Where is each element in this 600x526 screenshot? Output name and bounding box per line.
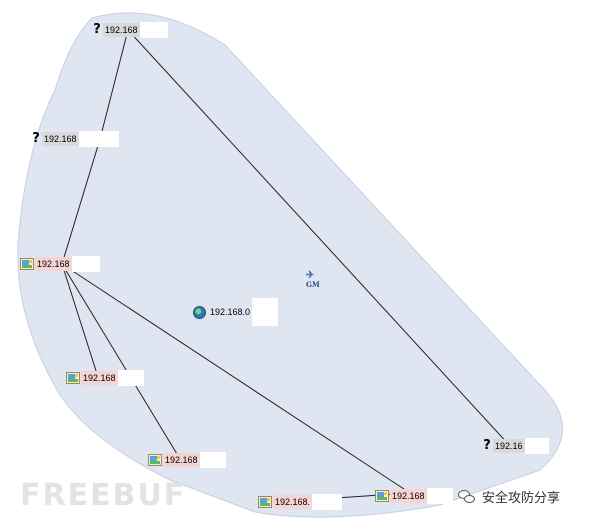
node-ip-label: 192.168.0 bbox=[210, 307, 251, 317]
host-computer-icon bbox=[20, 258, 34, 270]
globe-icon bbox=[193, 305, 206, 319]
host-computer-icon bbox=[375, 490, 389, 502]
question-mark-icon: ? bbox=[32, 131, 40, 146]
redacted-block bbox=[71, 256, 100, 272]
airplane-icon: ✈ bbox=[306, 270, 315, 281]
node-ip-label: 192.168 bbox=[35, 257, 72, 271]
network-node-n4[interactable]: 192.168.0 bbox=[193, 298, 279, 326]
wechat-icon bbox=[458, 489, 476, 504]
network-node-n2[interactable]: ? 192.168 bbox=[30, 131, 119, 147]
node-ip-label: 192.168. bbox=[273, 495, 313, 509]
redacted-block bbox=[199, 452, 226, 468]
redacted-block bbox=[312, 494, 343, 510]
question-mark-icon: ? bbox=[93, 22, 101, 37]
node-ip-label: 192.168 bbox=[103, 23, 140, 37]
redacted-block bbox=[139, 22, 168, 38]
host-computer-icon bbox=[258, 496, 272, 508]
network-node-n7[interactable]: ? 192.16 bbox=[481, 438, 549, 454]
network-link-n2-n3 bbox=[61, 138, 101, 265]
redacted-block bbox=[252, 298, 279, 326]
wechat-account-name: 安全攻防分享 bbox=[482, 490, 561, 505]
node-ip-label: 192.168 bbox=[42, 132, 79, 146]
node-ip-label: 192.168 bbox=[390, 489, 427, 503]
node-ip-label: 192.168 bbox=[81, 371, 118, 385]
network-link-n3-n6 bbox=[61, 263, 181, 460]
redacted-block bbox=[426, 488, 453, 504]
node-ip-label: 192.168 bbox=[163, 453, 200, 467]
redacted-block bbox=[524, 438, 549, 454]
node-ip-label: 192.16 bbox=[493, 439, 525, 453]
network-node-n3[interactable]: 192.168 bbox=[20, 256, 100, 272]
question-mark-icon: ? bbox=[483, 438, 491, 453]
network-node-n5[interactable]: 192.168 bbox=[66, 370, 144, 386]
freebuf-watermark: FREEBUF bbox=[20, 478, 187, 513]
network-link-n1-n2 bbox=[99, 29, 129, 140]
network-node-n9[interactable]: 192.168. bbox=[258, 494, 343, 510]
network-node-n8[interactable]: 192.168 bbox=[375, 488, 453, 504]
host-computer-icon bbox=[148, 454, 162, 466]
host-computer-icon bbox=[66, 372, 80, 384]
network-node-n1[interactable]: ? 192.168 bbox=[91, 22, 168, 38]
network-link-n1-n7 bbox=[127, 29, 511, 447]
network-group-hull bbox=[17, 12, 563, 518]
gateway-marker[interactable]: ✈ GM bbox=[306, 270, 320, 290]
gateway-marker-label: GM bbox=[306, 280, 320, 289]
wechat-watermark: 安全攻防分享 bbox=[458, 487, 560, 506]
network-link-n3-n8 bbox=[61, 263, 411, 494]
redacted-block bbox=[78, 131, 119, 147]
network-link-n3-n5 bbox=[61, 263, 99, 378]
redacted-block bbox=[117, 370, 144, 386]
network-node-n6[interactable]: 192.168 bbox=[148, 452, 226, 468]
